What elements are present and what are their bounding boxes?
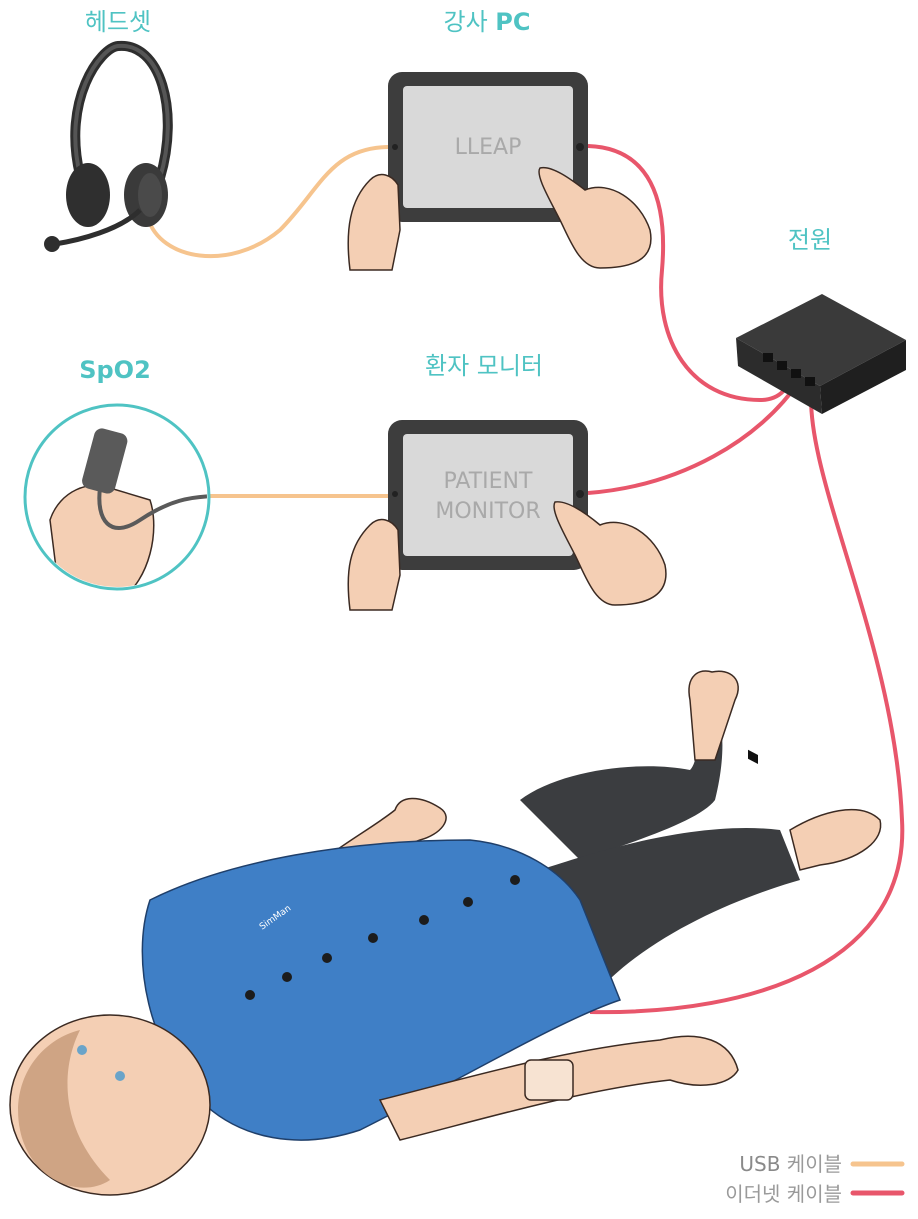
instructor-tablet: LLEAP xyxy=(348,72,651,270)
instructor-pc-label-suffix: PC xyxy=(495,8,530,36)
legend-item-usb: USB 케이블 xyxy=(739,1152,902,1176)
legend: USB 케이블 이더넷 케이블 xyxy=(725,1152,902,1206)
legend-usb-label-prefix: USB xyxy=(739,1152,780,1176)
left-hand-icon xyxy=(348,175,400,270)
legend-ethernet-label: 이더넷 케이블 xyxy=(725,1182,842,1206)
headset-label: 헤드셋 xyxy=(85,8,151,36)
legend-usb-label: USB 케이블 xyxy=(739,1152,842,1176)
patient-monitor-tablet: PATIENT MONITOR xyxy=(348,420,666,610)
instructor-pc-label-prefix: 강사 xyxy=(444,8,496,36)
legend-item-ethernet: 이더넷 케이블 xyxy=(725,1182,902,1206)
patient-monitor-screen-line2: MONITOR xyxy=(435,499,540,524)
headset-icon xyxy=(44,46,168,252)
instructor-pc-label: 강사 PC xyxy=(444,8,531,36)
power-label: 전원 xyxy=(788,226,832,254)
patient-monitor-screen-line1: PATIENT xyxy=(444,469,533,494)
legend-usb-label-suffix: 케이블 xyxy=(780,1152,842,1176)
manikin-illustration: SimMan xyxy=(10,671,881,1195)
ethernet-cable-monitor xyxy=(588,380,800,493)
patient-monitor-label: 환자 모니터 xyxy=(425,352,543,380)
spo2-label: SpO2 xyxy=(79,356,151,384)
spo2-sensor-icon xyxy=(25,405,214,600)
network-switch-icon xyxy=(736,294,906,764)
left-hand-icon xyxy=(348,520,400,610)
lleap-screen-text: LLEAP xyxy=(455,135,522,160)
